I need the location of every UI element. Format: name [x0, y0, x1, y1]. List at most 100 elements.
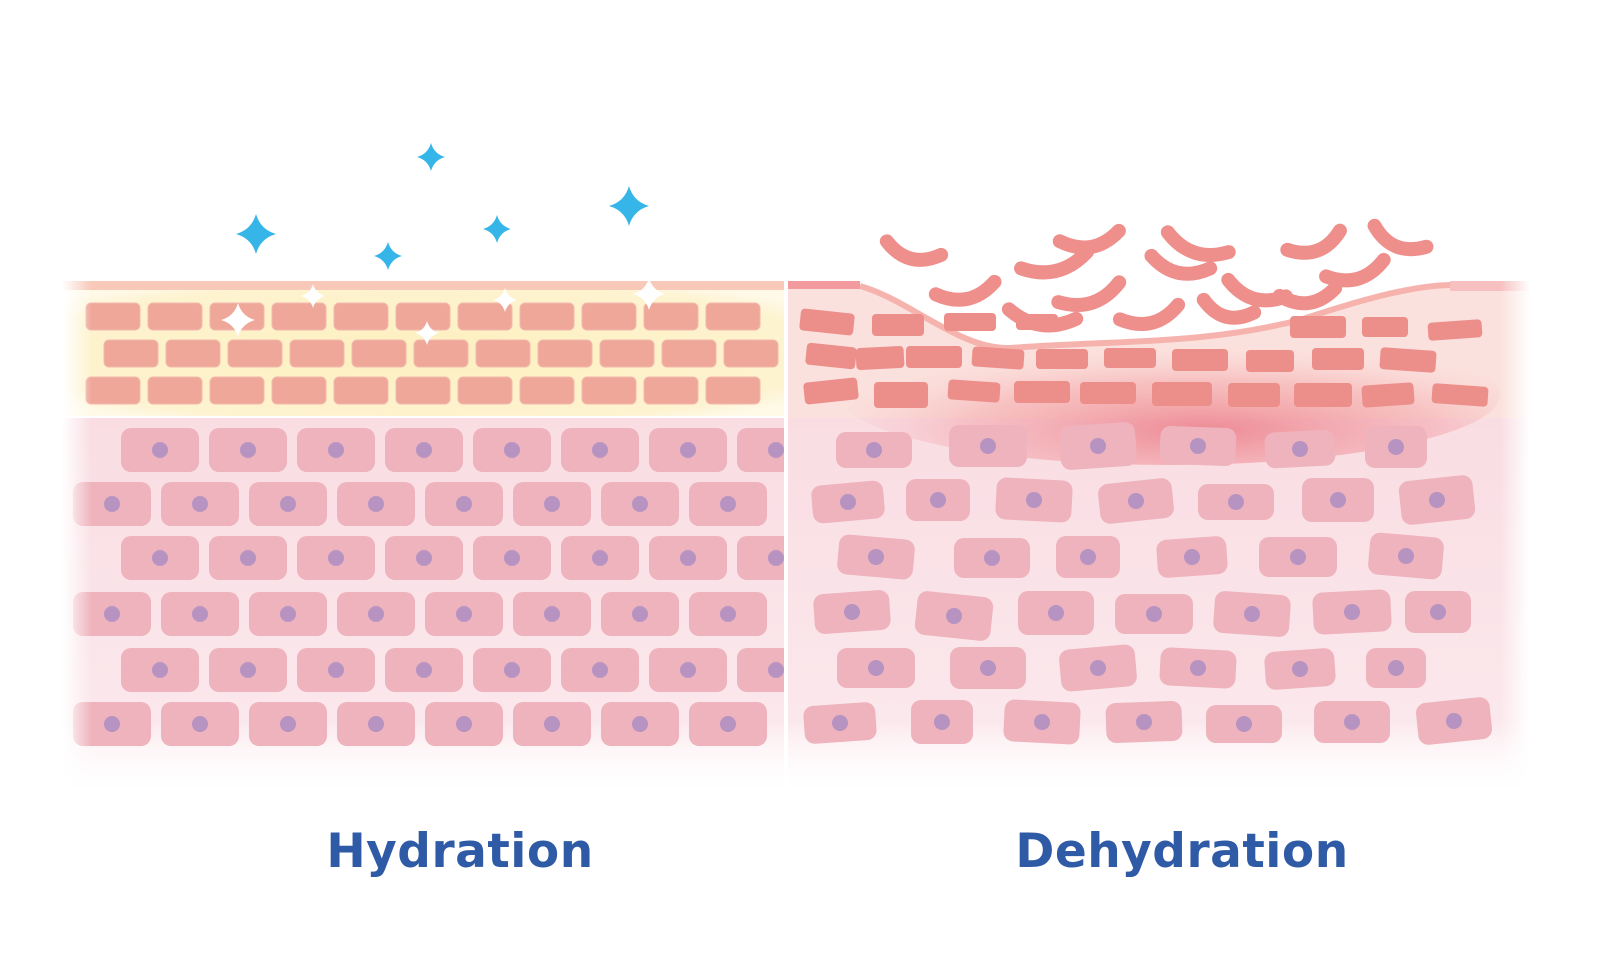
skin-cell — [950, 647, 1026, 689]
skin-cell — [601, 592, 679, 636]
skin-cell — [1365, 426, 1427, 468]
corneocyte — [519, 376, 575, 405]
cell-nucleus — [592, 550, 608, 566]
corneocyte — [289, 339, 345, 368]
cell-nucleus — [866, 442, 882, 458]
corneocyte — [872, 314, 924, 336]
cell-nucleus — [840, 494, 856, 510]
sparkle-icon — [415, 321, 439, 345]
skin-cell — [385, 536, 463, 580]
corneocyte — [906, 346, 962, 368]
peeling-flakes — [879, 218, 1434, 333]
cell-nucleus — [980, 438, 996, 454]
skin-cell — [954, 538, 1030, 578]
skin-cell — [1059, 644, 1137, 692]
cell-nucleus — [1128, 493, 1144, 509]
cell-nucleus — [934, 714, 950, 730]
skin-cell — [911, 700, 973, 744]
flake — [1367, 218, 1434, 257]
cell-nucleus — [632, 716, 648, 732]
hydration-label: Hydration — [326, 824, 594, 879]
cell-nucleus — [946, 608, 962, 624]
skin-cell — [473, 648, 551, 692]
cell-nucleus — [592, 662, 608, 678]
cell-nucleus — [1190, 660, 1206, 676]
cell-nucleus — [832, 715, 848, 731]
cell-nucleus — [1344, 604, 1360, 620]
corneocyte — [1294, 383, 1352, 407]
sparkle-icon — [483, 215, 511, 243]
cell-nucleus — [680, 662, 696, 678]
corneocyte — [457, 302, 513, 331]
corneocyte — [1246, 350, 1294, 372]
corneocyte — [1104, 348, 1156, 368]
hydrated-skin-panel — [62, 281, 815, 801]
corneocyte — [147, 376, 203, 405]
cell-nucleus — [416, 662, 432, 678]
cell-nucleus — [720, 716, 736, 732]
skin-cell — [385, 648, 463, 692]
skin-cell — [473, 536, 551, 580]
cell-nucleus — [1236, 716, 1252, 732]
skin-cell — [425, 482, 503, 526]
cell-nucleus — [416, 550, 432, 566]
skin-cell — [1059, 422, 1137, 470]
skin-cell — [385, 428, 463, 472]
corneocyte — [643, 376, 699, 405]
dehydration-label: Dehydration — [1015, 824, 1349, 879]
cell-nucleus — [1090, 438, 1106, 454]
cell-nucleus — [1190, 438, 1206, 454]
cell-nucleus — [240, 662, 256, 678]
corneocyte — [147, 302, 203, 331]
cell-nucleus — [720, 496, 736, 512]
cell-nucleus — [592, 442, 608, 458]
cell-nucleus — [1292, 441, 1308, 457]
corneocyte — [271, 302, 327, 331]
skin-cell — [1259, 537, 1337, 577]
skin-cell — [689, 702, 767, 746]
sparkle-group — [221, 143, 665, 345]
cell-nucleus — [1330, 492, 1346, 508]
corneocyte — [1228, 383, 1280, 407]
skin-cell — [837, 648, 915, 688]
cell-nucleus — [1034, 714, 1050, 730]
skin-cell — [1156, 536, 1228, 578]
skin-cell — [1213, 591, 1291, 637]
corneocyte — [661, 339, 717, 368]
cell-nucleus — [1398, 548, 1414, 564]
corneocyte — [1036, 349, 1088, 369]
corneocyte — [1172, 349, 1228, 371]
corneocyte — [1080, 382, 1136, 404]
corneocyte — [1427, 319, 1483, 341]
corneocyte — [351, 339, 407, 368]
corneocyte — [457, 376, 513, 405]
cell-nucleus — [152, 550, 168, 566]
cell-nucleus — [504, 442, 520, 458]
cell-nucleus — [152, 442, 168, 458]
cell-nucleus — [632, 606, 648, 622]
corneocyte — [855, 345, 905, 371]
cell-nucleus — [416, 442, 432, 458]
skin-cell — [1264, 429, 1336, 469]
corneocyte — [805, 342, 857, 370]
dehydrated-cells — [803, 422, 1493, 745]
cell-nucleus — [192, 716, 208, 732]
flake — [1112, 297, 1186, 332]
skin-cell — [337, 592, 415, 636]
skin-cell — [601, 702, 679, 746]
cell-nucleus — [504, 550, 520, 566]
corneocyte — [103, 339, 159, 368]
flake — [1272, 281, 1343, 311]
skin-cell — [649, 648, 727, 692]
cell-nucleus — [368, 606, 384, 622]
cell-nucleus — [1048, 605, 1064, 621]
corneocyte — [395, 376, 451, 405]
cell-nucleus — [768, 442, 784, 458]
skin-cell — [121, 648, 199, 692]
corneocyte — [271, 376, 327, 405]
sparkle-icon — [374, 242, 402, 270]
cell-nucleus — [1184, 549, 1200, 565]
cell-nucleus — [1136, 714, 1152, 730]
skin-cell — [1206, 705, 1282, 743]
